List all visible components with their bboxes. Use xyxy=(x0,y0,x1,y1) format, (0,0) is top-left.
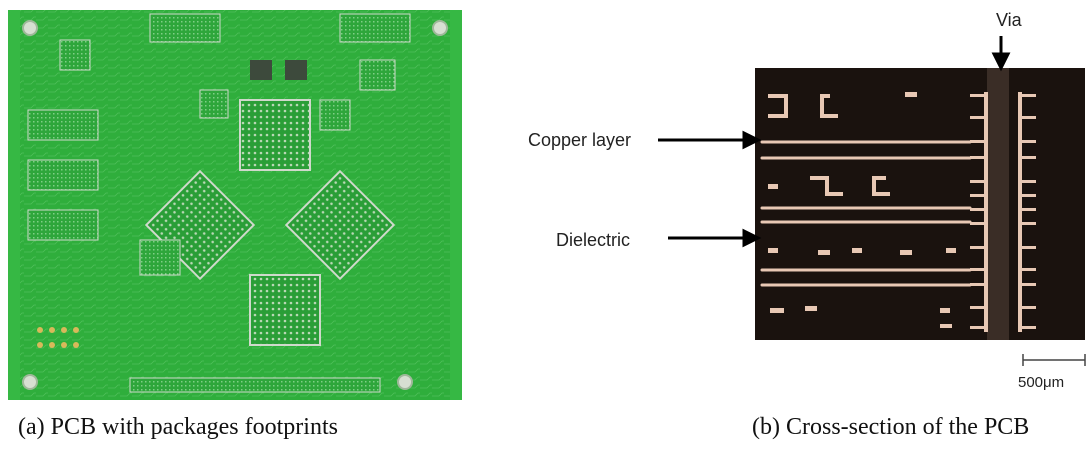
panel-cross-section: Copper layer Dielectric Via 500μm (b) Cr… xyxy=(500,0,1088,454)
caption-panel-b: (b) Cross-section of the PCB xyxy=(752,414,1030,440)
label-copper-layer: Copper layer xyxy=(528,130,632,150)
micrograph-background xyxy=(755,68,1085,340)
panel-pcb: (a) PCB with packages footprints xyxy=(0,0,470,454)
via-column xyxy=(987,68,1009,340)
label-via: Via xyxy=(996,10,1022,30)
copper-segments xyxy=(768,92,956,328)
caption-panel-a: (a) PCB with packages footprints xyxy=(18,414,338,440)
pcb-board-image xyxy=(8,10,462,400)
annotation-arrows xyxy=(658,36,1011,248)
via-comb-right xyxy=(1018,92,1036,332)
scale-bar-label: 500μm xyxy=(1018,374,1065,391)
copper-layers xyxy=(760,140,972,287)
scale-bar xyxy=(1022,354,1086,366)
cross-section-image xyxy=(658,36,1086,366)
label-dielectric: Dielectric xyxy=(556,230,631,250)
via-comb-left xyxy=(970,92,988,332)
